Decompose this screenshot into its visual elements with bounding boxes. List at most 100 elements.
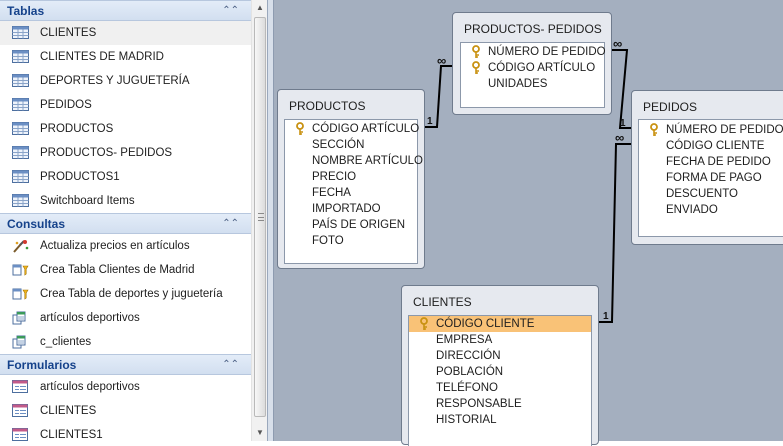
table-title[interactable]: PEDIDOS bbox=[643, 100, 698, 114]
make-table-query-icon bbox=[12, 264, 29, 276]
field-name: TELÉFONO bbox=[436, 382, 498, 394]
field-row-selected[interactable]: CÓDIGO CLIENTE bbox=[409, 316, 591, 332]
table-icon bbox=[12, 194, 29, 207]
nav-item-label: PRODUCTOS bbox=[40, 123, 114, 135]
field-row[interactable]: DESCUENTO bbox=[639, 186, 783, 202]
field-row[interactable]: PAÍS DE ORIGEN bbox=[285, 217, 417, 233]
nav-item-query-actualiza[interactable]: Actualiza precios en artículos bbox=[0, 234, 251, 258]
table-icon bbox=[12, 146, 29, 159]
group-header-consultas[interactable]: Consultas ⌃⌃ bbox=[0, 213, 251, 234]
nav-item-label: Crea Tabla Clientes de Madrid bbox=[40, 264, 195, 276]
table-productos-pedidos[interactable]: PRODUCTOS- PEDIDOS NÚMERO DE PEDIDO CÓDI… bbox=[452, 12, 612, 115]
nav-item-table-pedidos[interactable]: PEDIDOS bbox=[0, 93, 251, 117]
field-row[interactable]: EMPRESA bbox=[409, 332, 591, 348]
field-name: CÓDIGO CLIENTE bbox=[666, 140, 765, 152]
field-row[interactable]: NOMBRE ARTÍCULO bbox=[285, 153, 423, 169]
nav-item-form-articulos-deportivos[interactable]: artículos deportivos bbox=[0, 375, 251, 399]
table-icon bbox=[12, 74, 29, 87]
table-productos[interactable]: PRODUCTOS CÓDIGO ARTÍCULO SECCIÓN NOMBRE… bbox=[277, 89, 425, 269]
nav-item-table-clientes[interactable]: CLIENTES bbox=[0, 21, 251, 45]
nav-item-label: CLIENTES bbox=[40, 405, 97, 417]
group-header-tablas[interactable]: Tablas ⌃⌃ bbox=[0, 0, 251, 21]
table-clientes[interactable]: CLIENTES CÓDIGO CLIENTE EMPRESA DIRECCIÓ… bbox=[401, 285, 599, 446]
field-row[interactable]: CÓDIGO ARTÍCULO bbox=[285, 121, 420, 137]
table-title[interactable]: CLIENTES bbox=[413, 295, 472, 309]
field-row[interactable]: POBLACIÓN bbox=[409, 364, 591, 380]
nav-item-table-productos-pedidos[interactable]: PRODUCTOS- PEDIDOS bbox=[0, 141, 251, 165]
table-icon bbox=[12, 26, 29, 39]
scroll-down-arrow-icon[interactable]: ▼ bbox=[256, 428, 264, 437]
collapse-chevron-icon[interactable]: ⌃⌃ bbox=[222, 5, 239, 16]
field-row[interactable]: NÚMERO DE PEDIDO bbox=[461, 44, 606, 60]
nav-item-label: CLIENTES DE MADRID bbox=[40, 51, 164, 63]
nav-item-label: Actualiza precios en artículos bbox=[40, 240, 190, 252]
scroll-up-arrow-icon[interactable]: ▲ bbox=[256, 3, 264, 12]
field-row[interactable]: SECCIÓN bbox=[285, 137, 417, 153]
collapse-chevron-icon[interactable]: ⌃⌃ bbox=[222, 218, 239, 229]
field-name: PAÍS DE ORIGEN bbox=[312, 219, 406, 231]
field-name: CÓDIGO ARTÍCULO bbox=[488, 62, 596, 74]
field-row[interactable]: FECHA bbox=[285, 185, 417, 201]
field-list[interactable]: NÚMERO DE PEDIDO CÓDIGO ARTÍCULO UNIDADE… bbox=[460, 42, 606, 108]
form-icon bbox=[12, 404, 28, 417]
field-name: NÚMERO DE PEDIDO bbox=[666, 124, 783, 136]
field-row[interactable]: FORMA DE PAGO bbox=[639, 170, 783, 186]
update-query-icon bbox=[13, 240, 29, 253]
group-header-formularios[interactable]: Formularios ⌃⌃ bbox=[0, 354, 251, 375]
group-title: Formularios bbox=[7, 358, 77, 372]
nav-item-form-clientes1[interactable]: CLIENTES1 bbox=[0, 423, 251, 441]
field-row[interactable]: IMPORTADO bbox=[285, 201, 417, 217]
pane-splitter[interactable] bbox=[268, 0, 274, 441]
field-row[interactable]: ENVIADO bbox=[639, 202, 783, 218]
navigation-list: Tablas ⌃⌃ CLIENTES CLIENTES DE MADRID DE… bbox=[0, 0, 251, 441]
nav-item-form-clientes[interactable]: CLIENTES bbox=[0, 399, 251, 423]
field-name: EMPRESA bbox=[436, 334, 493, 346]
field-name: CÓDIGO ARTÍCULO bbox=[312, 123, 420, 135]
field-name: DIRECCIÓN bbox=[436, 350, 501, 362]
collapse-chevron-icon[interactable]: ⌃⌃ bbox=[222, 359, 239, 370]
nav-item-label: artículos deportivos bbox=[40, 381, 140, 393]
field-name: CÓDIGO CLIENTE bbox=[436, 318, 535, 330]
table-pedidos[interactable]: PEDIDOS NÚMERO DE PEDIDO CÓDIGO CLIENTE … bbox=[631, 90, 783, 245]
field-name: FORMA DE PAGO bbox=[666, 172, 762, 184]
nav-item-label: PRODUCTOS1 bbox=[40, 171, 120, 183]
field-row[interactable]: CÓDIGO ARTÍCULO bbox=[461, 60, 604, 76]
field-name: UNIDADES bbox=[488, 78, 548, 90]
primary-key-icon bbox=[472, 45, 480, 58]
nav-item-query-crea-deportes[interactable]: Crea Tabla de deportes y juguetería bbox=[0, 282, 251, 306]
select-query-icon bbox=[12, 335, 26, 349]
nav-item-table-deportes[interactable]: DEPORTES Y JUGUETERÍA bbox=[0, 69, 251, 93]
field-list[interactable]: CÓDIGO ARTÍCULO SECCIÓN NOMBRE ARTÍCULO … bbox=[284, 119, 423, 264]
nav-item-table-switchboard[interactable]: Switchboard Items bbox=[0, 189, 251, 213]
field-name: ENVIADO bbox=[666, 204, 718, 216]
field-row[interactable]: PRECIO bbox=[285, 169, 417, 185]
table-icon bbox=[12, 170, 29, 183]
field-list[interactable]: NÚMERO DE PEDIDO CÓDIGO CLIENTE FECHA DE… bbox=[638, 119, 783, 237]
nav-item-label: DEPORTES Y JUGUETERÍA bbox=[40, 75, 190, 87]
field-row[interactable]: RESPONSABLE bbox=[409, 396, 591, 412]
nav-item-table-productos[interactable]: PRODUCTOS bbox=[0, 117, 251, 141]
field-row[interactable]: FECHA DE PEDIDO bbox=[639, 154, 783, 170]
table-title[interactable]: PRODUCTOS bbox=[289, 99, 366, 113]
scrollbar-thumb[interactable] bbox=[254, 17, 266, 417]
field-row[interactable]: UNIDADES bbox=[461, 76, 604, 92]
field-row[interactable]: HISTORIAL bbox=[409, 412, 591, 428]
nav-item-query-c-clientes[interactable]: c_clientes bbox=[0, 330, 251, 354]
field-name: FOTO bbox=[312, 235, 344, 247]
field-row[interactable]: CÓDIGO CLIENTE bbox=[639, 138, 783, 154]
field-row[interactable]: TELÉFONO bbox=[409, 380, 591, 396]
field-list[interactable]: CÓDIGO CLIENTE EMPRESA DIRECCIÓN POBLACI… bbox=[408, 315, 592, 446]
table-title[interactable]: PRODUCTOS- PEDIDOS bbox=[464, 22, 602, 36]
field-name: FECHA bbox=[312, 187, 351, 199]
field-row[interactable]: FOTO bbox=[285, 233, 417, 249]
table-icon bbox=[12, 122, 29, 135]
nav-item-table-clientes-de-madrid[interactable]: CLIENTES DE MADRID bbox=[0, 45, 251, 69]
nav-item-query-crea-clientes-madrid[interactable]: Crea Tabla Clientes de Madrid bbox=[0, 258, 251, 282]
nav-item-table-productos1[interactable]: PRODUCTOS1 bbox=[0, 165, 251, 189]
nav-scrollbar[interactable]: ▲ ▼ bbox=[251, 0, 267, 441]
nav-item-query-articulos-deportivos[interactable]: artículos deportivos bbox=[0, 306, 251, 330]
field-name: FECHA DE PEDIDO bbox=[666, 156, 771, 168]
field-name: NÚMERO DE PEDIDO bbox=[488, 46, 606, 58]
field-row[interactable]: NÚMERO DE PEDIDO bbox=[639, 122, 783, 138]
field-row[interactable]: DIRECCIÓN bbox=[409, 348, 591, 364]
